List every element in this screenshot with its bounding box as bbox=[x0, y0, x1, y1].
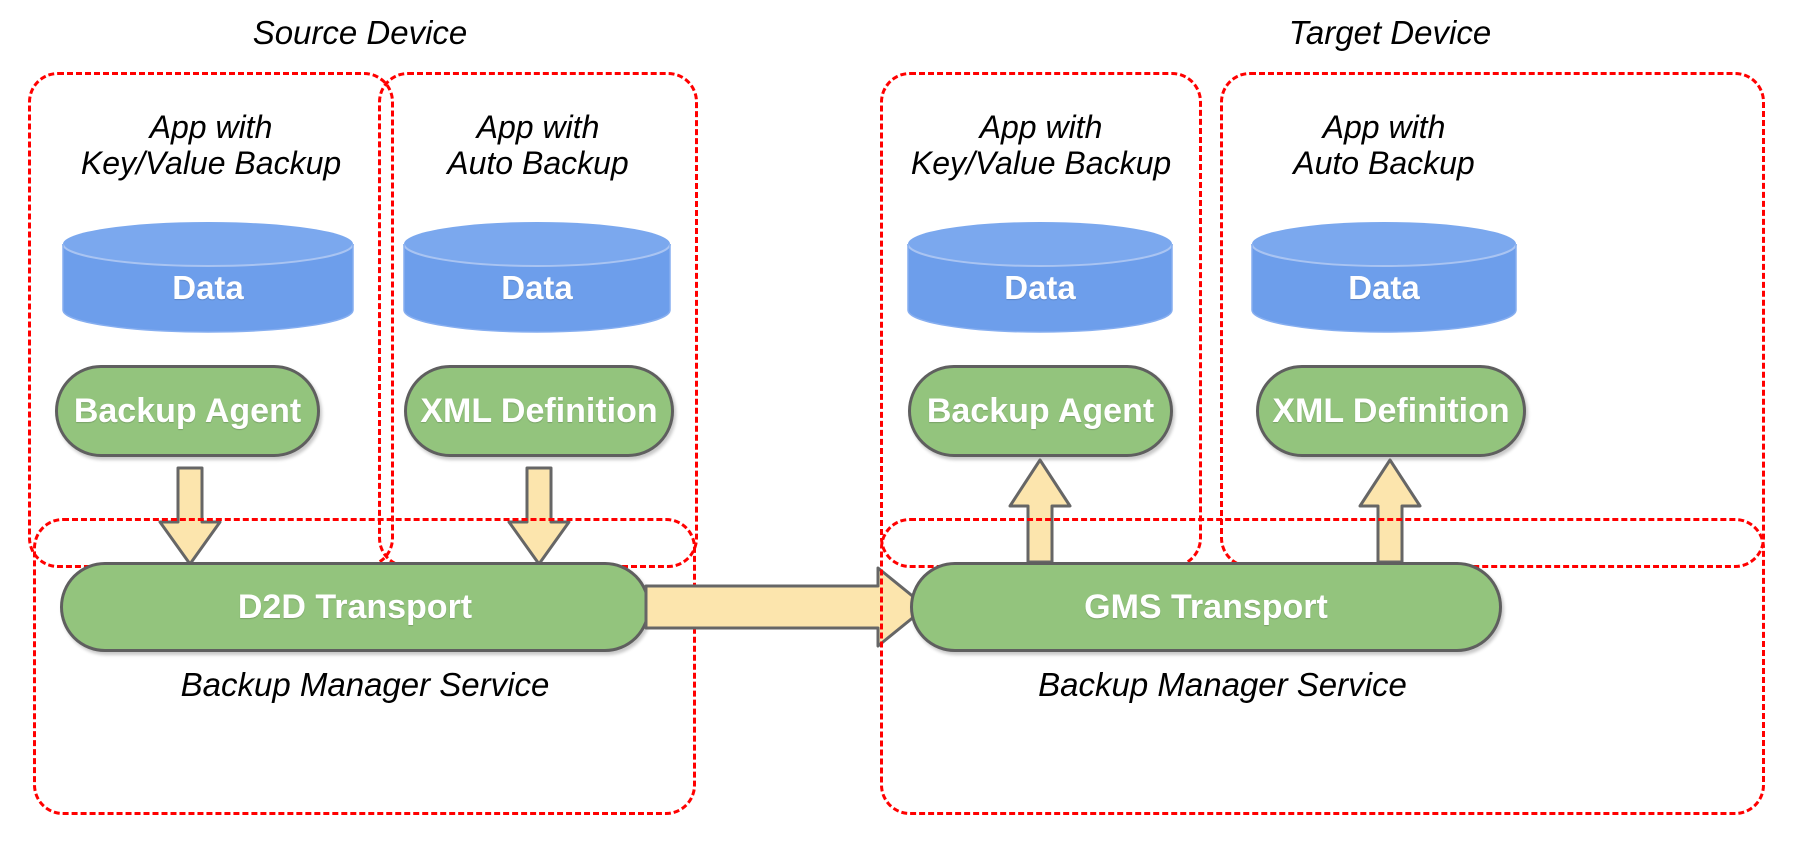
target-app-1-caption: App with Key/Value Backup bbox=[910, 109, 1172, 181]
source-app-2-caption: App with Auto Backup bbox=[447, 109, 629, 181]
device-title-target: Target Device bbox=[1288, 14, 1492, 51]
source-app-2-arrow-down bbox=[507, 466, 571, 566]
device-title-source: Source Device bbox=[252, 14, 468, 51]
source-transport-component[interactable]: D2D Transport bbox=[60, 562, 650, 652]
target-app-2-data-cylinder: Data bbox=[1251, 222, 1517, 333]
source-app-1-caption: App with Key/Value Backup bbox=[80, 109, 342, 181]
source-app-1-component[interactable]: Backup Agent bbox=[55, 365, 320, 457]
target-app-2-boundary bbox=[1220, 72, 1765, 568]
target-transport-component[interactable]: GMS Transport bbox=[910, 562, 1502, 652]
target-app-2-caption: App with Auto Backup bbox=[1293, 109, 1475, 181]
source-app-1-data-cylinder: Data bbox=[62, 222, 354, 333]
target-app-1-data-cylinder: Data bbox=[907, 222, 1173, 333]
cross-device-transfer-arrow bbox=[644, 566, 928, 648]
source-app-2-component[interactable]: XML Definition bbox=[404, 365, 674, 457]
source-app-2-data-cylinder: Data bbox=[403, 222, 671, 333]
target-app-1-component[interactable]: Backup Agent bbox=[908, 365, 1173, 457]
source-app-1-arrow-down bbox=[158, 466, 222, 566]
target-service-caption: Backup Manager Service bbox=[1038, 666, 1407, 703]
source-service-caption: Backup Manager Service bbox=[180, 666, 550, 703]
target-app-2-component[interactable]: XML Definition bbox=[1256, 365, 1526, 457]
target-service-boundary bbox=[880, 518, 1765, 815]
source-service-boundary bbox=[33, 518, 696, 815]
